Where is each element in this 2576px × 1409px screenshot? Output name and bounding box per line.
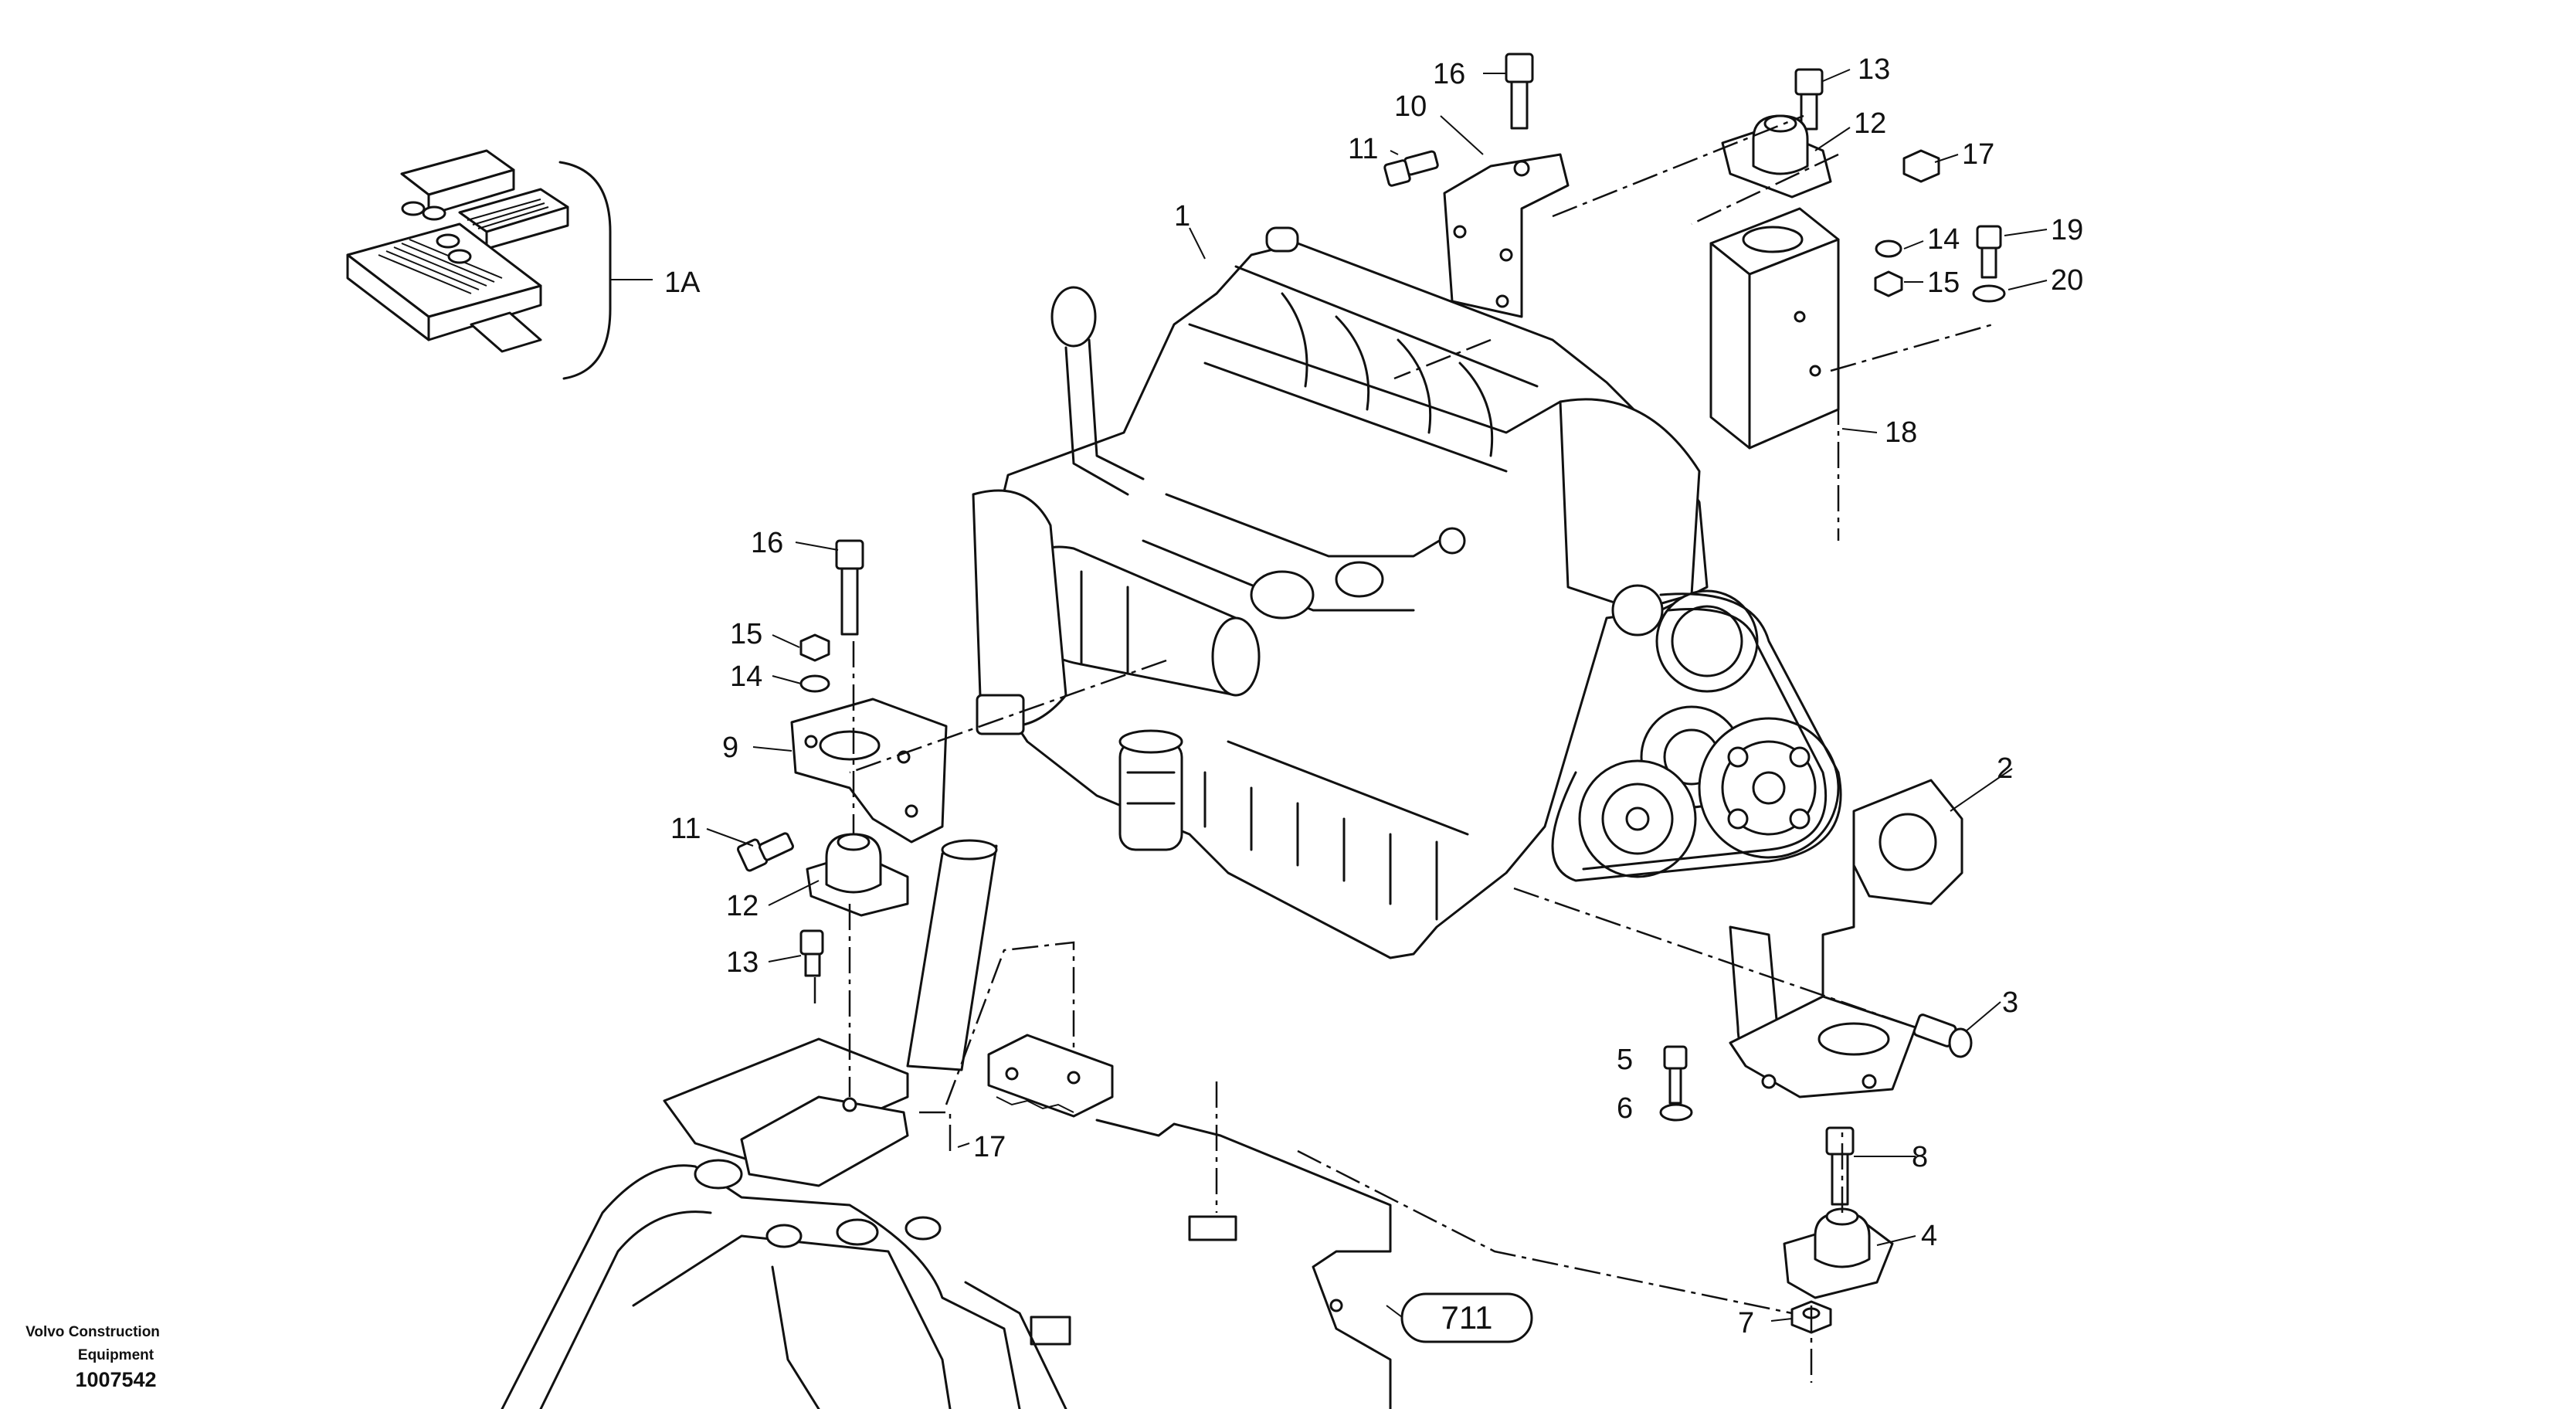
credit-line-1: Volvo Construction (25, 1324, 160, 1340)
label-14-lower: 14 (730, 660, 762, 693)
label-5: 5 (1617, 1044, 1633, 1076)
label-9: 9 (722, 732, 738, 764)
label-6: 6 (1617, 1092, 1633, 1125)
label-14-upper: 14 (1927, 223, 1960, 256)
label-18: 18 (1885, 416, 1917, 449)
label-16-lower: 16 (751, 527, 783, 559)
label-8: 8 (1912, 1141, 1928, 1173)
label-13-upper: 13 (1858, 53, 1890, 86)
label-17-upper: 17 (1962, 138, 1994, 171)
part-labels: 1 1A 2 3 4 5 6 7 8 9 10 11 11 12 12 13 1… (664, 53, 2083, 1339)
label-1A: 1A (664, 267, 701, 299)
rear-mount-upper (1383, 53, 2006, 450)
label-11-lower: 11 (670, 813, 701, 845)
assembly-centerlines (813, 114, 1994, 1383)
credit-block: Volvo Construction Equipment 1007542 (25, 1324, 160, 1391)
front-mount-bracket (1659, 779, 1973, 1334)
label-7: 7 (1738, 1307, 1754, 1339)
reference-badge-label: 711 (1441, 1299, 1493, 1336)
label-12-upper: 12 (1854, 107, 1886, 140)
label-1: 1 (1174, 200, 1190, 233)
label-3: 3 (2002, 986, 2018, 1019)
rear-mount-left (736, 539, 948, 977)
label-16-upper: 16 (1433, 58, 1465, 90)
engine-assembly (972, 226, 1842, 959)
reference-point-icon (1329, 1299, 1343, 1312)
leader-lines (706, 69, 2048, 1322)
label-17-lower: 17 (973, 1131, 1006, 1163)
label-15-lower: 15 (730, 618, 762, 650)
reference-badge[interactable]: 711 (1400, 1292, 1533, 1343)
frame (501, 1034, 1392, 1409)
tube (906, 839, 998, 1071)
label-2: 2 (1997, 752, 2013, 785)
kit-illustration (346, 149, 653, 380)
drawing-number: 1007542 (75, 1368, 156, 1391)
label-10: 10 (1394, 90, 1427, 123)
label-11-upper: 11 (1348, 133, 1378, 165)
label-15-upper: 15 (1927, 267, 1960, 299)
label-13-lower: 13 (726, 946, 759, 979)
credit-line-2: Equipment (78, 1347, 154, 1363)
label-12-lower: 12 (726, 890, 759, 922)
label-20: 20 (2051, 264, 2083, 297)
label-4: 4 (1921, 1220, 1937, 1252)
label-19: 19 (2051, 214, 2083, 246)
